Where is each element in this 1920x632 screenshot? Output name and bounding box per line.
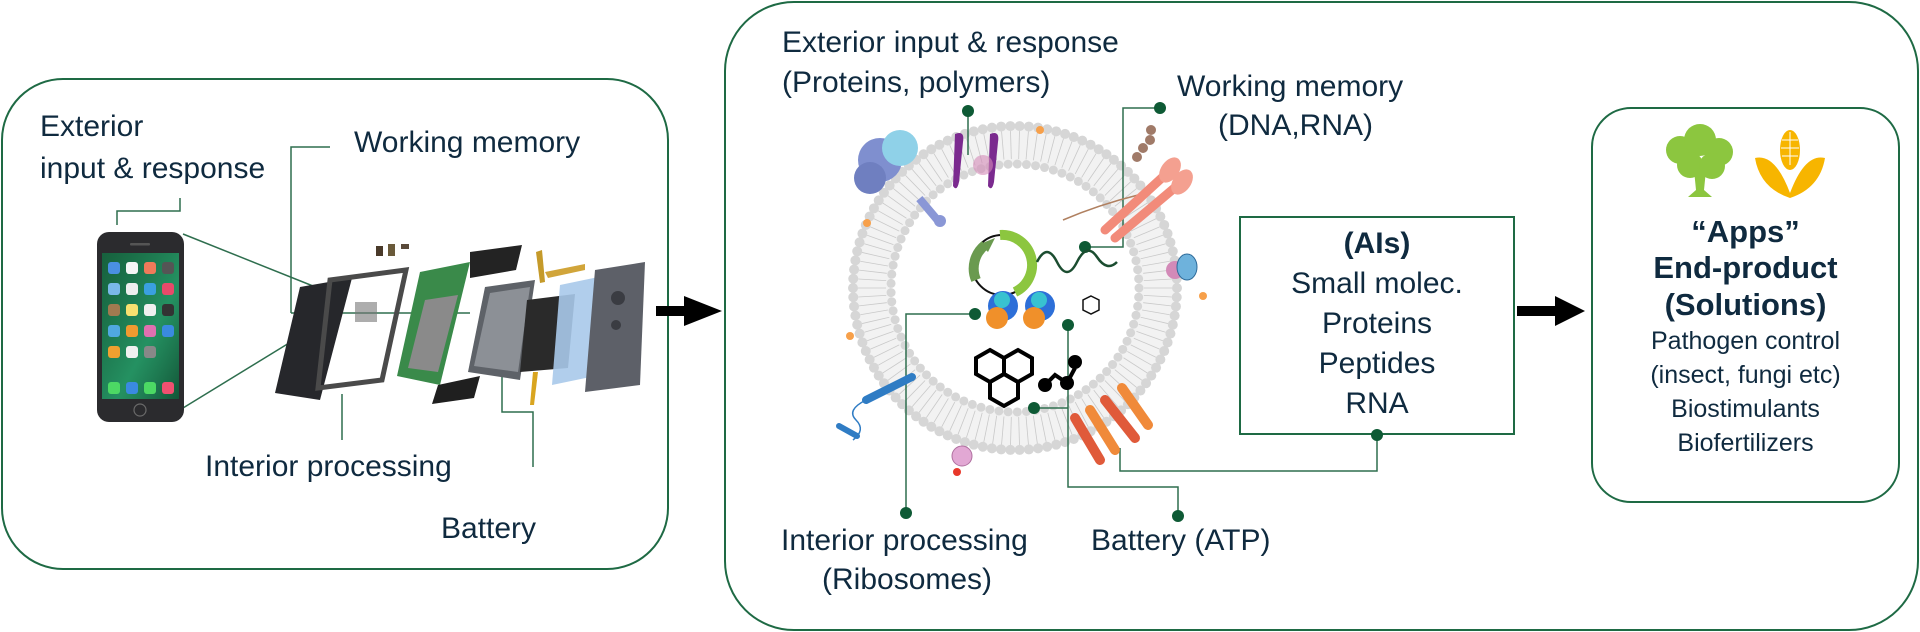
cell-working-memory-label-line2: (DNA,RNA) xyxy=(1218,109,1373,142)
phone-interior-processing-label: Interior processing xyxy=(205,450,452,483)
ais-item: RNA xyxy=(1345,387,1409,420)
apps-subtitle: End-product xyxy=(1653,250,1838,285)
ribosome-icon xyxy=(986,291,1055,329)
apps-title: “Apps” xyxy=(1691,214,1800,249)
ais-title: (AIs) xyxy=(1343,227,1411,260)
apps-panel xyxy=(1591,107,1900,503)
plasmid-icon xyxy=(968,229,1038,297)
phone-exterior-label-line1: Exterior xyxy=(40,110,144,143)
disassembled-phone-icon xyxy=(275,244,645,405)
protein-complex-icon xyxy=(854,130,946,227)
cell-connectors xyxy=(905,107,1378,513)
cell-exterior-label-line2: (Proteins, polymers) xyxy=(782,66,1051,99)
apps-item: (insect, fungi etc) xyxy=(1650,361,1841,389)
ais-list: (AIs) Small molec. Proteins Peptides RNA xyxy=(1239,224,1515,424)
corn-icon xyxy=(1755,130,1825,198)
dna-strand-icon xyxy=(1062,125,1193,243)
phone-working-memory-label: Working memory xyxy=(354,126,581,159)
cell-working-memory-label-line1: Working memory xyxy=(1177,70,1404,103)
ais-item: Proteins xyxy=(1321,307,1433,340)
connector-dots xyxy=(900,102,1383,522)
phone-connectors xyxy=(116,146,534,467)
cell-interior-label-line1: Interior processing xyxy=(781,524,1028,557)
cell-interior-label-line2: (Ribosomes) xyxy=(822,563,993,596)
apps-solutions: (Solutions) xyxy=(1664,287,1827,322)
smartphone-icon xyxy=(97,232,184,422)
apps-item: Pathogen control xyxy=(1650,327,1841,355)
rna-wave-icon xyxy=(1035,249,1118,274)
apps-item: Biofertilizers xyxy=(1677,429,1814,457)
apps-item: Biostimulants xyxy=(1671,395,1820,423)
cell-panel xyxy=(724,1,1919,631)
apps-text: “Apps” End-product (Solutions) Pathogen … xyxy=(1591,214,1900,460)
molecule-ring-icon xyxy=(1082,295,1100,315)
receptor-icon xyxy=(953,133,999,189)
ais-item: Peptides xyxy=(1318,347,1436,380)
small-molecule-icon xyxy=(974,347,1082,409)
tree-icon xyxy=(1666,124,1733,197)
transmembrane-helix-icon xyxy=(836,373,916,441)
phone-panel xyxy=(1,78,669,570)
cell-exterior-label-line1: Exterior input & response xyxy=(782,26,1119,59)
arrow-right-icon xyxy=(1517,296,1585,326)
atp-synthase-icon xyxy=(1070,383,1153,465)
vesicle-icon xyxy=(951,253,1198,476)
ais-item: Small molec. xyxy=(1291,267,1463,300)
phone-battery-label: Battery xyxy=(441,512,537,545)
phone-exterior-label-line2: input & response xyxy=(40,152,266,185)
cell-battery-label: Battery (ATP) xyxy=(1091,524,1271,557)
arrow-right-icon xyxy=(656,296,722,326)
